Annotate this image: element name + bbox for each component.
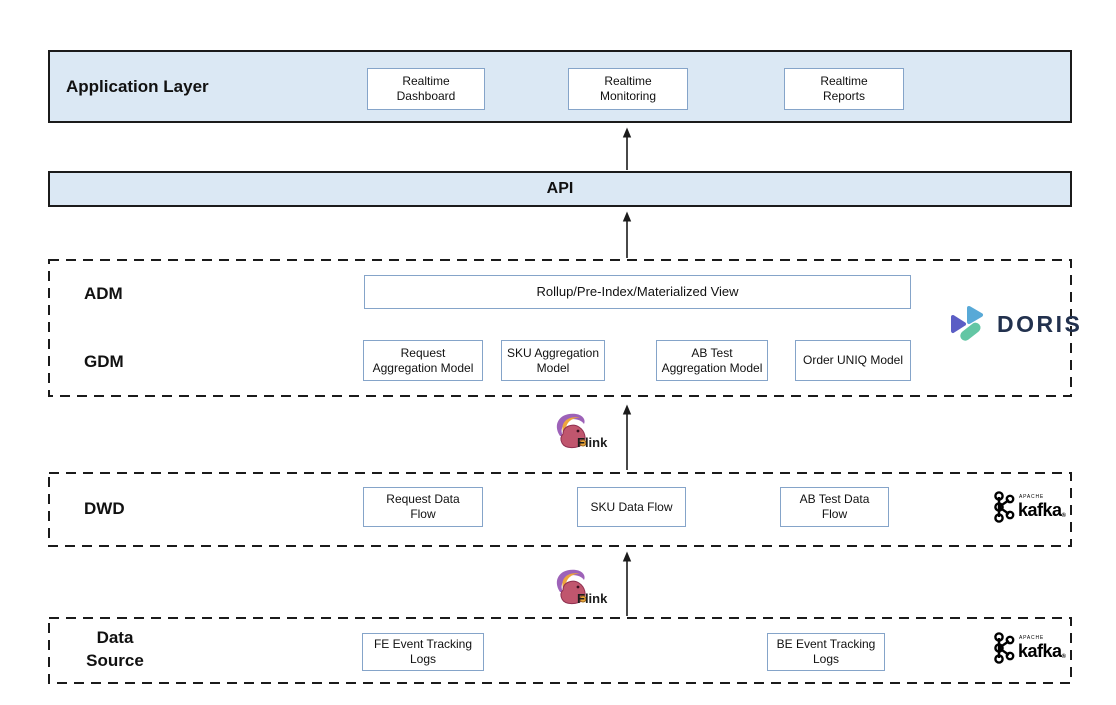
realtime-dashboard-box: Realtime Dashboard: [367, 68, 485, 110]
dashed-border: [48, 472, 1072, 547]
flink-logo: Flink: [552, 566, 616, 614]
gdm-label: GDM: [84, 352, 124, 371]
kafka-logo-icon: [994, 632, 1015, 664]
api-label: API: [546, 180, 574, 197]
registered-mark: ®: [1061, 513, 1066, 519]
application-layer-label: Application Layer: [66, 77, 209, 96]
sku-data-flow-box: SKU Data Flow: [577, 487, 686, 527]
request-data-flow-box: Request Data Flow: [363, 487, 483, 527]
arrow-up-icon: [622, 127, 632, 170]
realtime-monitoring-box: Realtime Monitoring: [568, 68, 688, 110]
flink-squirrel-icon: [556, 569, 587, 605]
kafka-logo: APACHE kafka®: [991, 489, 1066, 525]
data-source-label: Data Source: [86, 628, 144, 670]
realtime-reports-box: Realtime Reports: [784, 68, 904, 110]
flink-logo: Flink: [552, 410, 616, 458]
flink-squirrel-icon: [556, 413, 587, 449]
dwd-label: DWD: [84, 499, 125, 518]
kafka-logo-text: kafka®: [1018, 641, 1066, 661]
order-uniq-model-box: Order UNIQ Model: [795, 340, 911, 381]
kafka-apache-text: APACHE: [1019, 635, 1044, 641]
doris-logo: DORIS: [948, 303, 1082, 345]
flink-logo-text: Flink: [577, 591, 608, 606]
adm-gdm-panel: ADM GDM Rollup/Pre-Index/Materialized Vi…: [48, 259, 1080, 397]
flink-logo-text: Flink: [577, 435, 608, 450]
arrow-up-icon: [622, 404, 632, 470]
kafka-logo: APACHE kafka®: [991, 630, 1066, 666]
kafka-apache-text: APACHE: [1019, 494, 1044, 500]
fe-event-tracking-logs-box: FE Event Tracking Logs: [362, 633, 484, 671]
doris-logo-text: DORIS: [997, 310, 1083, 337]
rollup-preindex-box: Rollup/Pre-Index/Materialized View: [364, 275, 911, 309]
application-layer-band: Application Layer Realtime Dashboard Rea…: [48, 50, 1072, 123]
arrow-up-icon: [622, 211, 632, 258]
sku-aggregation-model-box: SKU Aggregation Model: [501, 340, 605, 381]
kafka-logo-text: kafka®: [1018, 500, 1066, 520]
ab-test-aggregation-model-box: AB Test Aggregation Model: [656, 340, 768, 381]
data-source-panel: Data Source FE Event Tracking Logs BE Ev…: [48, 617, 1072, 684]
adm-label: ADM: [84, 284, 123, 303]
kafka-logo-icon: [994, 491, 1015, 523]
be-event-tracking-logs-box: BE Event Tracking Logs: [767, 633, 885, 671]
dashed-border: [48, 617, 1072, 684]
registered-mark: ®: [1061, 654, 1066, 660]
ab-test-data-flow-box: AB Test Data Flow: [780, 487, 889, 527]
arrow-up-icon: [622, 551, 632, 616]
dashed-border: [48, 259, 1072, 397]
doris-logo-icon: [951, 306, 983, 341]
request-aggregation-model-box: Request Aggregation Model: [363, 340, 483, 381]
api-band: API: [48, 171, 1072, 207]
dwd-panel: DWD Request Data Flow SKU Data Flow AB T…: [48, 472, 1072, 547]
